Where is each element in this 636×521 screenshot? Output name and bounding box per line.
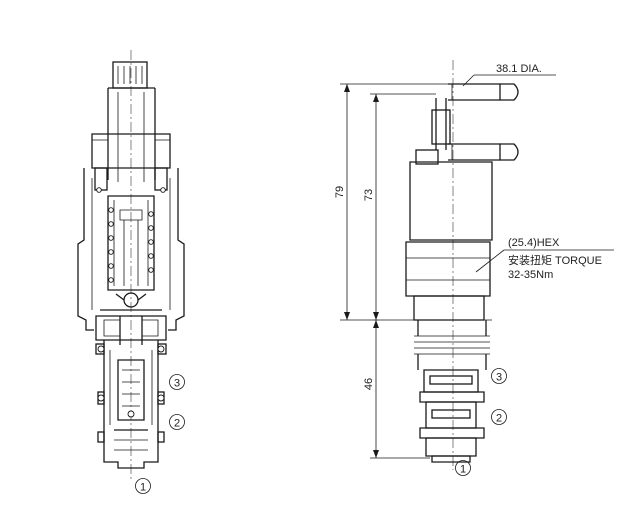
- hex-nut: [405, 241, 491, 297]
- external-port-labels: 3 2 1: [455, 368, 507, 476]
- dim-73-label: 73: [363, 189, 375, 201]
- dim-46-label: 46: [363, 378, 375, 390]
- diameter-callout: 38.1 DIA.: [462, 63, 556, 87]
- torque-label: 安装扭矩 TORQUE: [508, 253, 602, 267]
- spring: [96, 187, 166, 283]
- section-port-1-label: 1: [140, 482, 146, 494]
- section-port-2-label: 2: [174, 418, 180, 430]
- diameter-label: 38.1 DIA.: [496, 63, 542, 75]
- section-view: [77, 50, 185, 480]
- dim-73: 73: [363, 93, 436, 320]
- hex-torque-note: (25.4)HEX 安装扭矩 TORQUE 32-35Nm: [475, 237, 614, 281]
- section-seals: [95, 343, 167, 443]
- hex-size-label: (25.4)HEX: [508, 237, 560, 249]
- external-port-3-label: 3: [496, 372, 502, 384]
- dim-79: 79: [334, 83, 448, 321]
- section-port-3-label: 3: [174, 378, 180, 390]
- torque-value-label: 32-35Nm: [508, 269, 553, 281]
- external-view: [405, 60, 519, 470]
- section-port-labels: 3 2 1: [135, 374, 185, 494]
- dim-46: 46: [363, 320, 430, 459]
- external-port-2-label: 2: [496, 413, 502, 425]
- external-port-1-label: 1: [460, 464, 466, 476]
- dim-79-label: 79: [334, 186, 346, 198]
